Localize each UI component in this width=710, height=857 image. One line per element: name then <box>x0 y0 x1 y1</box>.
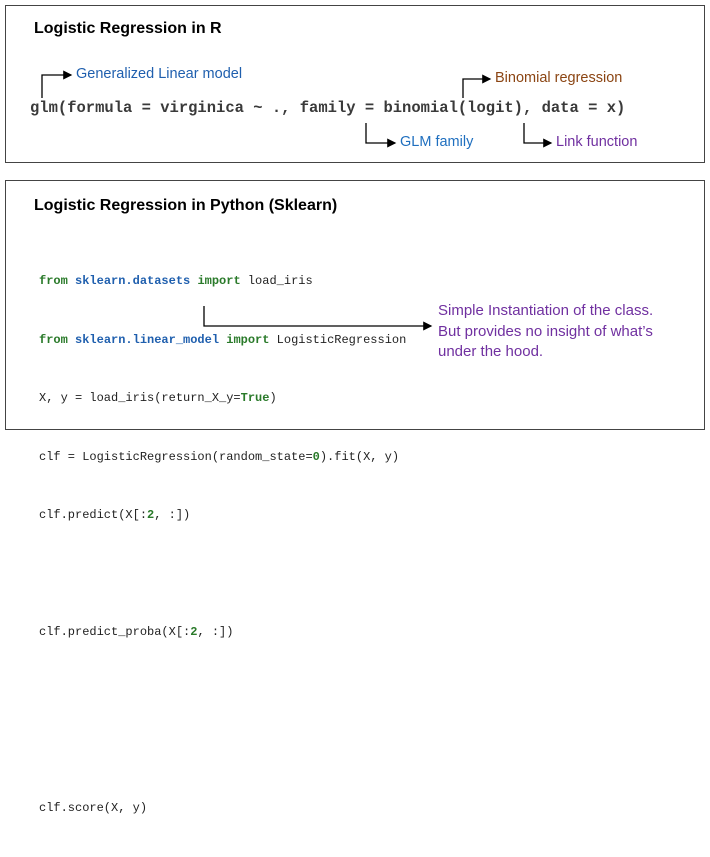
code-line-blank <box>39 682 406 702</box>
glm-annotation: Generalized Linear model <box>76 66 243 82</box>
family-annotation: GLM family <box>400 134 474 150</box>
binomial-annotation: Binomial regression <box>495 70 623 86</box>
link-annotation: Link function <box>556 134 638 150</box>
python-panel-title: Logistic Regression in Python (Sklearn) <box>34 197 338 214</box>
note-line: But provides no insight of what’s <box>438 322 653 340</box>
note-line: Simple Instantiation of the class. <box>438 302 654 319</box>
code-line-load-iris: X, y = load_iris(return_X_y=True) <box>39 391 277 405</box>
python-panel-arrows <box>203 306 433 331</box>
r-panel: Logistic Regression in R Generalized Lin… <box>5 5 705 163</box>
code-line-blank <box>39 565 406 585</box>
python-panel: Logistic Regression in Python (Sklearn) … <box>5 180 705 815</box>
family-arrow <box>365 123 397 148</box>
glm-code-line: glm(formula = virginica ~ ., family = bi… <box>30 99 626 117</box>
code-line-blank <box>39 740 406 760</box>
code-line-score: clf.score(X, y) <box>39 800 148 815</box>
note-arrow <box>203 306 433 331</box>
binomial-arrow <box>462 74 492 98</box>
note-line: under the hood. <box>438 343 544 360</box>
r-panel-arrows <box>41 70 553 148</box>
code-line-predict: clf.predict(X[:2, :]) <box>39 508 191 522</box>
code-line-import-datasets: from sklearn.datasets import load_iris <box>39 274 313 288</box>
glm-arrow <box>41 70 73 98</box>
r-panel-title: Logistic Regression in R <box>34 20 222 37</box>
code-line-fit: clf = LogisticRegression(random_state=0)… <box>39 449 400 464</box>
instantiation-note: Simple Instantiation of the class. But p… <box>438 301 653 363</box>
code-line-import-linear-model: from sklearn.linear_model import Logisti… <box>39 332 407 347</box>
code-line-predict-proba: clf.predict_proba(X[:2, :]) <box>39 625 234 639</box>
link-arrow <box>523 123 553 148</box>
